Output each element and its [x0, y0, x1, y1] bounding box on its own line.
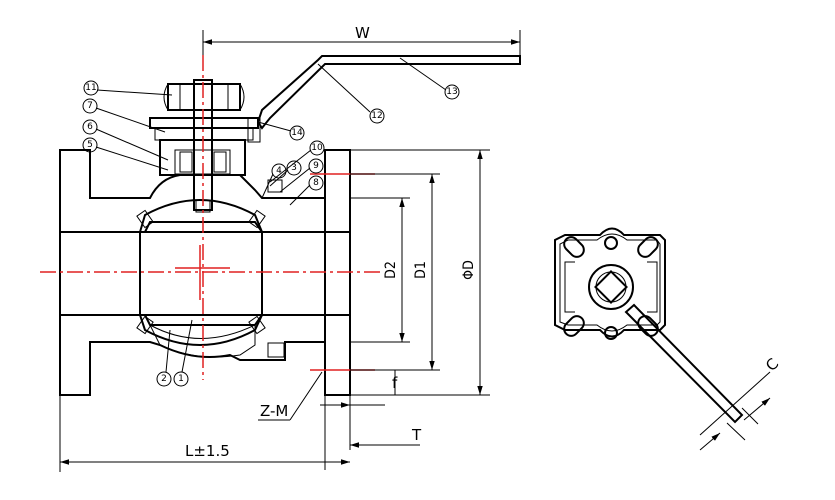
balloons: 11 7 6 5 12 13 14 10 9 8 3 4 — [82, 57, 460, 387]
stem-ring — [588, 264, 634, 310]
dim-w: W — [355, 24, 370, 42]
svg-text:3: 3 — [291, 163, 297, 173]
hex-nut — [167, 83, 241, 111]
bolt-hole-bottom-right — [637, 315, 659, 337]
top-view-handle — [624, 303, 744, 424]
drain-plug — [267, 342, 285, 358]
balloon-11 — [83, 80, 99, 96]
balloon-13 — [444, 84, 460, 100]
balloon-5 — [82, 137, 98, 153]
bore — [59, 231, 351, 316]
dimension-lines — [59, 30, 521, 472]
side-section-view — [40, 55, 521, 396]
balloon-10 — [309, 140, 325, 156]
top-view — [554, 227, 771, 451]
dim-c: C — [762, 355, 782, 375]
seat-right-bottom — [248, 315, 266, 335]
dim-zm: Z-M — [260, 402, 288, 420]
balloon-14 — [289, 125, 305, 141]
handle — [256, 55, 521, 130]
bolt-hole-top-left — [563, 236, 585, 258]
dim-phid: ΦD — [461, 260, 477, 280]
svg-text:5: 5 — [87, 140, 93, 150]
dim-d2: D2 — [383, 261, 399, 279]
svg-text:12: 12 — [371, 111, 382, 121]
handle-plate — [149, 117, 259, 129]
balloon-4 — [271, 163, 287, 179]
svg-text:4: 4 — [276, 166, 282, 176]
balloon-9 — [308, 158, 324, 174]
svg-text:13: 13 — [446, 87, 457, 97]
balloon-12 — [369, 108, 385, 124]
dim-f: f — [392, 374, 398, 392]
balloon-6 — [82, 119, 98, 135]
bolt-hole-top-right — [637, 236, 659, 258]
seat-left-bottom — [136, 315, 154, 335]
seat-left-top — [136, 209, 154, 229]
balloon-2 — [156, 371, 172, 387]
svg-text:1: 1 — [178, 374, 184, 384]
mounting-pad — [554, 227, 666, 338]
dim-l: L±1.5 — [185, 442, 230, 460]
svg-text:8: 8 — [313, 178, 319, 188]
bolt-hole-bottom-left — [563, 315, 585, 337]
svg-text:11: 11 — [85, 83, 96, 93]
svg-text:6: 6 — [87, 122, 93, 132]
body-lower — [59, 314, 351, 396]
svg-text:10: 10 — [311, 143, 323, 153]
seat-right-top — [248, 209, 266, 229]
svg-text:9: 9 — [313, 161, 319, 171]
svg-text:2: 2 — [161, 374, 167, 384]
body-upper-left — [59, 149, 351, 233]
balloon-1 — [173, 371, 189, 387]
balloon-3 — [286, 160, 302, 176]
svg-text:7: 7 — [87, 101, 93, 111]
svg-text:14: 14 — [291, 128, 303, 138]
dim-t: T — [411, 426, 422, 444]
balloon-7 — [82, 98, 98, 114]
dim-d1: D1 — [413, 261, 429, 279]
square-stem — [594, 270, 628, 304]
balloon-8 — [308, 175, 324, 191]
